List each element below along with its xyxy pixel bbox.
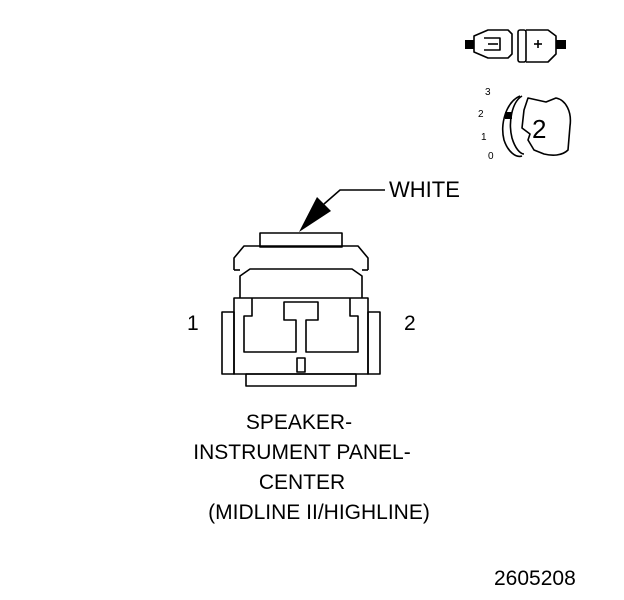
connector-end-view-icon	[502, 95, 572, 158]
caption-line-1: SPEAKER-	[245, 411, 353, 434]
connector-side-view-icon	[465, 29, 566, 63]
caption-line-2: INSTRUMENT PANEL-	[193, 441, 411, 464]
scale-label-0: 0	[488, 151, 494, 162]
scale-label-3: 3	[485, 87, 491, 98]
leader-arrow	[299, 189, 385, 232]
connector-face	[221, 232, 381, 387]
cavity-count-label: 2	[532, 114, 547, 144]
scale-label-2: 2	[478, 109, 484, 120]
pin-label-2: 2	[404, 312, 416, 335]
pin-label-1: 1	[187, 312, 199, 335]
figure-number: 2605208	[494, 567, 576, 590]
wire-color-label: WHITE	[389, 177, 460, 202]
caption-line-3: CENTER	[258, 471, 346, 494]
caption-line-4: (MIDLINE II/HIGHLINE)	[208, 501, 430, 524]
scale-label-1: 1	[481, 132, 487, 143]
